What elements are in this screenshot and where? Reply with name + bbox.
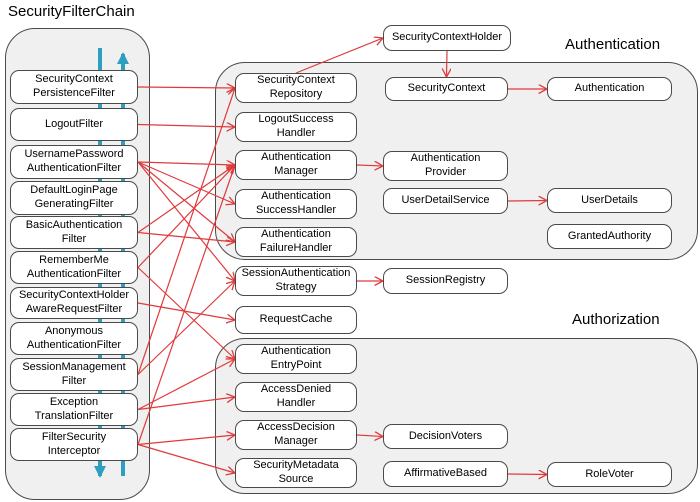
diagram-title: SecurityFilterChain	[8, 3, 135, 20]
relation-arrow-adm-voters	[356, 435, 383, 437]
relation-arrow-fsi-authmgr	[137, 165, 235, 445]
relation-arrow-uds-userdetails	[507, 201, 547, 202]
node-securitymetadata-source: SecurityMetadata Source	[235, 458, 357, 488]
relation-arrow-remember-aep	[137, 267, 235, 360]
node-filtersecurity-interceptor: FilterSecurity Interceptor	[10, 428, 138, 461]
relation-arrow-basic-authmgr	[137, 165, 235, 233]
relation-arrow-scharf-reqcache	[137, 302, 235, 320]
node-decisionvoters: DecisionVoters	[383, 424, 508, 449]
relation-arrow-sessmgmt-sas	[137, 281, 235, 375]
node-accessdecision-manager: AccessDecision Manager	[235, 420, 357, 450]
relation-arrow-holder-sctx	[447, 50, 448, 77]
relation-arrow-basic-authfail	[137, 231, 235, 243]
node-defaultloginpage-generatingfilter: DefaultLoginPage GeneratingFilter	[10, 181, 138, 215]
node-anonymous-authenticationfilter: Anonymous AuthenticationFilter	[10, 322, 138, 355]
node-affirmativebased: AffirmativeBased	[383, 461, 508, 487]
relation-arrow-upaf-sas	[137, 161, 235, 281]
node-securitycontextholder-awarerequestfilter: SecurityContextHolder AwareRequestFilter	[10, 287, 138, 319]
node-securitycontext-repository: SecurityContext Repository	[235, 73, 357, 103]
node-authentication-provider: Authentication Provider	[383, 151, 508, 181]
node-authentication-failurehandler: Authentication FailureHandler	[235, 227, 357, 257]
authorization-group-title: Authorization	[572, 311, 660, 328]
node-securitycontext: SecurityContext	[385, 77, 508, 101]
relation-arrow-remember-authmgr	[137, 165, 235, 268]
node-logoutfilter: LogoutFilter	[10, 108, 138, 141]
relation-arrow-logout-logoutsuccess	[137, 125, 235, 128]
relation-arrow-repo-holder	[295, 38, 383, 74]
relation-arrow-extrans-adh	[137, 397, 235, 411]
relation-arrow-authmgr-authprov	[356, 165, 383, 166]
relation-arrow-upaf-authfail	[137, 161, 235, 242]
node-sessionauthentication-strategy: SessionAuthentication Strategy	[235, 266, 357, 296]
node-sessionmanagement-filter: SessionManagement Filter	[10, 358, 138, 391]
relation-arrow-upaf-authsucc	[137, 161, 235, 204]
node-securitycontextholder: SecurityContextHolder	[383, 25, 511, 51]
node-sessionregistry: SessionRegistry	[383, 268, 508, 294]
node-logoutsuccess-handler: LogoutSuccess Handler	[235, 112, 357, 142]
node-accessdenied-handler: AccessDenied Handler	[235, 382, 357, 412]
node-usernamepassword-authenticationfilter: UsernamePassword AuthenticationFilter	[10, 145, 138, 179]
node-userdetails: UserDetails	[547, 188, 672, 213]
node-requestcache: RequestCache	[235, 306, 357, 334]
node-rolevoter: RoleVoter	[547, 462, 672, 487]
relation-arrow-upaf-authmgr	[137, 162, 235, 165]
node-authentication: Authentication	[547, 77, 672, 101]
node-authentication-entrypoint: Authentication EntryPoint	[235, 344, 357, 374]
node-securitycontext-persistencefilter: SecurityContext PersistenceFilter	[10, 70, 138, 104]
node-grantedauthority: GrantedAuthority	[547, 224, 672, 249]
relation-arrow-extrans-aep	[137, 359, 235, 411]
authentication-group-title: Authentication	[565, 36, 661, 53]
relation-arrow-sessmgmt-repo	[137, 88, 235, 375]
relation-arrow-scpf-repo	[137, 87, 235, 88]
node-rememberme-authenticationfilter: RememberMe AuthenticationFilter	[10, 251, 138, 284]
relation-arrow-fsi-metadata	[137, 443, 235, 474]
node-authentication-manager: Authentication Manager	[235, 150, 357, 180]
node-userdetailservice: UserDetailService	[383, 188, 508, 214]
node-basicauthentication-filter: BasicAuthentication Filter	[10, 216, 138, 249]
relation-arrow-affirm-rolevoter	[507, 474, 547, 475]
relation-arrow-fsi-adm	[137, 435, 235, 446]
node-exception-translationfilter: Exception TranslationFilter	[10, 393, 138, 426]
node-authentication-successhandler: Authentication SuccessHandler	[235, 189, 357, 219]
